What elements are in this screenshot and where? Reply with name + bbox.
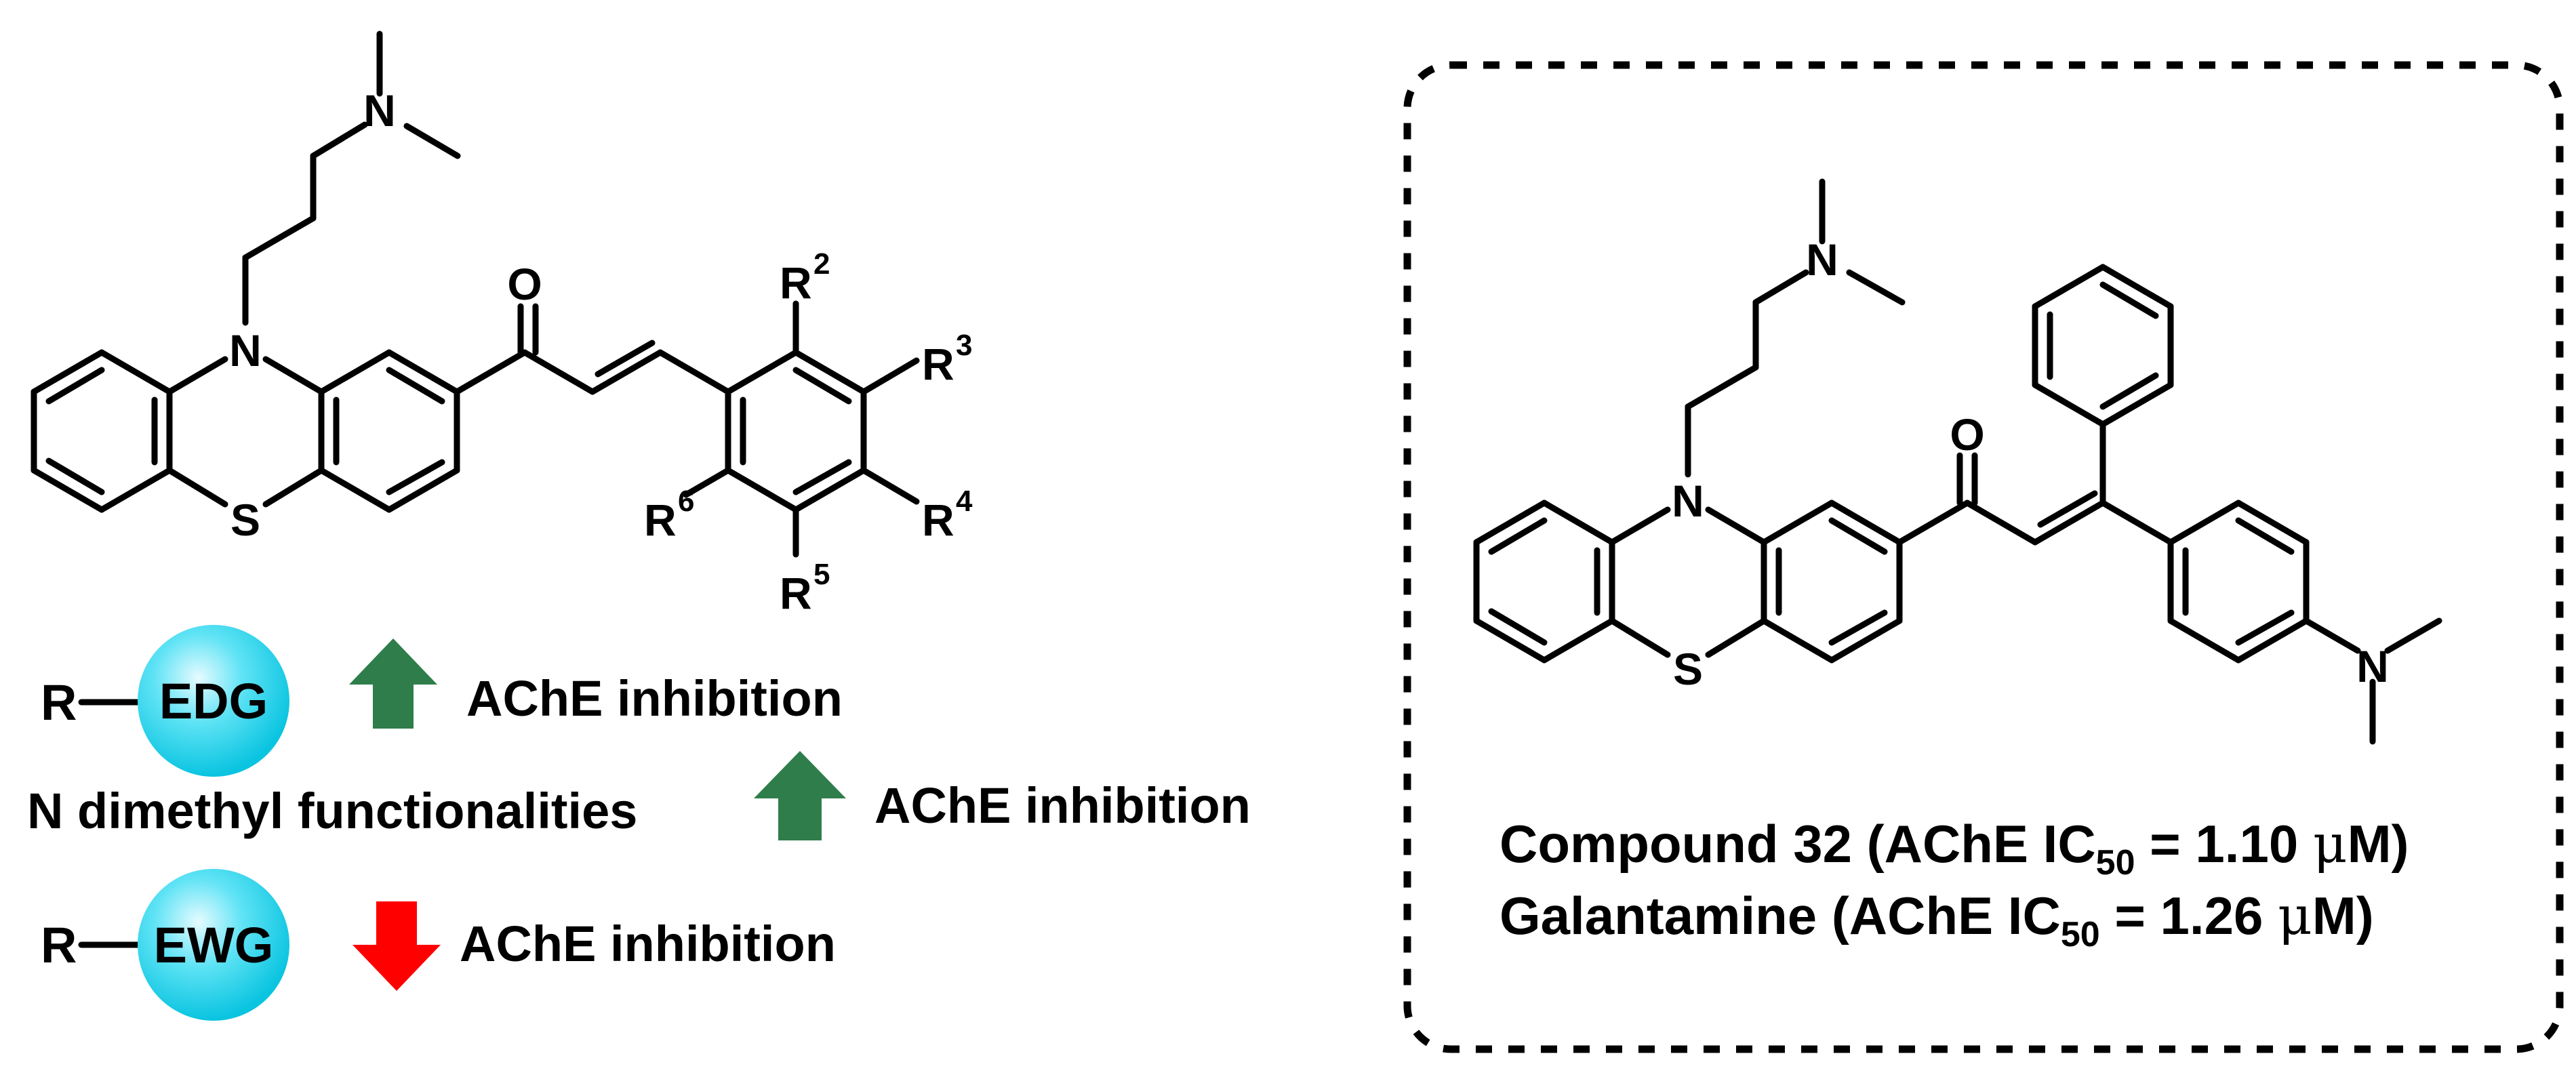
svg-text:5: 5 xyxy=(813,558,830,591)
substituent-r3: R 3 xyxy=(922,329,972,389)
left-dimethylaminopropyl-chain xyxy=(242,30,461,326)
left-phenothiazine-chalcone: N N S O R 2 R 3 R 4 R 5 R 6 xyxy=(31,30,973,618)
right-enone-linker xyxy=(1896,452,2106,546)
galantamine-activity: Galantamine (AChE IC50 = 1.26 μM) xyxy=(1500,886,2374,954)
svg-text:R: R xyxy=(922,495,954,545)
ewg-down-arrow-icon xyxy=(353,901,441,991)
sar-row-n-dimethyl: N dimethyl functionalities AChE inhibiti… xyxy=(27,751,1251,840)
right-ring-s-label: S xyxy=(1673,644,1703,694)
left-ring-n-label: N xyxy=(229,325,262,375)
edg-r-label: R xyxy=(41,674,77,731)
n-dimethyl-effect: AChE inhibition xyxy=(874,777,1251,834)
ewg-r-label: R xyxy=(41,917,77,973)
n-dimethyl-label: N dimethyl functionalities xyxy=(27,783,637,839)
edg-label: EDG xyxy=(159,673,268,729)
right-aryl-n-label: N xyxy=(2356,641,2389,691)
left-carbonyl-o-label: O xyxy=(507,259,542,309)
sar-row-ewg: R EWG AChE inhibition xyxy=(41,869,836,1021)
n-dimethyl-up-arrow-icon xyxy=(754,751,846,840)
left-enone-linker xyxy=(454,303,731,395)
right-carbonyl-o-label: O xyxy=(1950,409,1984,460)
svg-text:R: R xyxy=(780,568,812,618)
right-ring-n-label: N xyxy=(1672,476,1704,526)
compound-32-activity: Compound 32 (AChE IC50 = 1.10 μM) xyxy=(1500,814,2409,882)
highlight-box xyxy=(1403,61,2564,1053)
left-thiazine-ring xyxy=(166,356,325,508)
ewg-effect: AChE inhibition xyxy=(460,916,836,972)
svg-text:R: R xyxy=(780,258,812,308)
right-aryl-ring xyxy=(1760,500,1903,664)
svg-text:4: 4 xyxy=(956,485,973,518)
substituent-r5: R 5 xyxy=(780,558,830,618)
edg-effect: AChE inhibition xyxy=(466,670,843,727)
right-compound-32: N N S O N xyxy=(1473,178,2442,745)
ewg-label: EWG xyxy=(154,917,274,973)
svg-text:6: 6 xyxy=(678,485,694,518)
right-benzo-ring xyxy=(1473,500,1615,664)
svg-text:R: R xyxy=(922,339,954,389)
svg-text:3: 3 xyxy=(956,329,972,362)
right-amine-n-label: N xyxy=(1806,235,1838,285)
left-ring-s-label: S xyxy=(230,495,260,545)
svg-text:R: R xyxy=(644,495,677,545)
left-benzo-ring xyxy=(31,349,173,513)
substituent-r6: R 6 xyxy=(644,485,694,545)
edg-bubble xyxy=(138,625,289,777)
left-aryl-ring xyxy=(318,349,460,513)
right-thiazine-ring xyxy=(1609,506,1767,658)
substituent-r2: R 2 xyxy=(780,247,830,308)
left-phenyl-ring xyxy=(683,300,920,558)
right-dimethylaminophenyl-ring xyxy=(2099,500,2442,745)
substituent-r4: R 4 xyxy=(922,485,973,545)
left-amine-n-label: N xyxy=(363,85,396,136)
right-dimethylaminopropyl-chain xyxy=(1685,178,1906,478)
svg-text:2: 2 xyxy=(813,247,830,281)
ewg-bubble xyxy=(138,869,289,1021)
right-phenyl-ring xyxy=(2032,264,2174,506)
edg-up-arrow-icon xyxy=(349,638,437,729)
sar-row-edg: R EDG AChE inhibition xyxy=(41,625,843,777)
